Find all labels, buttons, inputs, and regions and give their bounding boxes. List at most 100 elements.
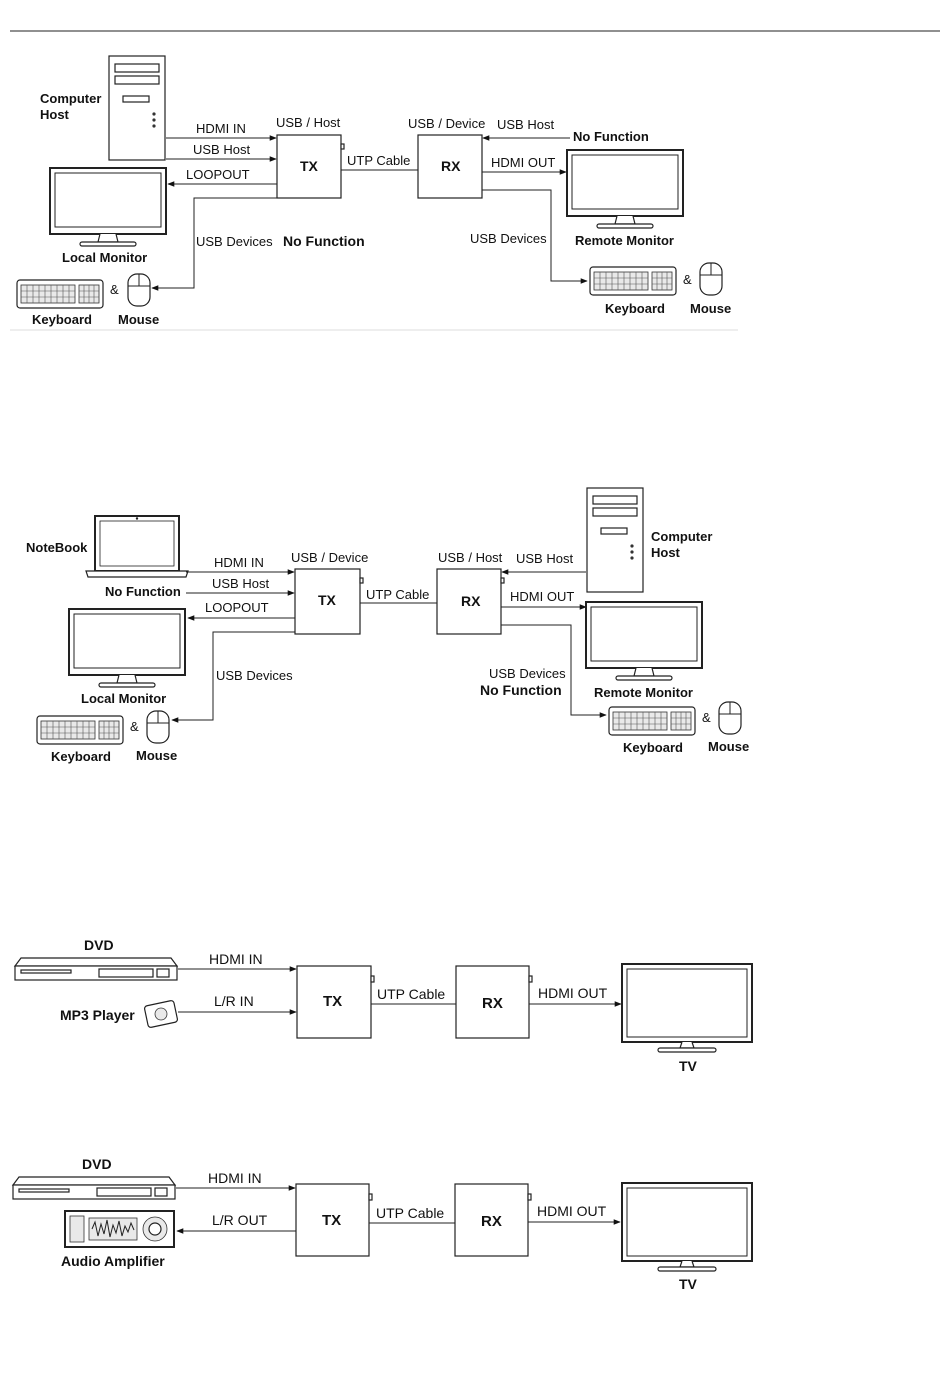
utp-cable-label: UTP Cable (377, 986, 445, 1002)
remote-monitor-label: Remote Monitor (594, 685, 693, 700)
usb-device-port-label: USB / Device (408, 116, 485, 131)
ampersand: & (702, 710, 711, 725)
mp3-player-icon (143, 1000, 179, 1028)
tx-port-icon (368, 1193, 373, 1201)
hdmi-out-label: HDMI OUT (491, 155, 555, 170)
tx-label: TX (323, 993, 342, 1010)
no-function-top-label: No Function (573, 129, 649, 144)
keyboard-label: Keyboard (51, 749, 111, 764)
loopout-label: LOOPOUT (186, 167, 250, 182)
usb-devices-rx-line (501, 624, 607, 718)
computer-host-icon (108, 55, 166, 161)
mp3-player-label: MP3 Player (60, 1007, 135, 1023)
mouse-label: Mouse (690, 301, 731, 316)
rx-label: RX (461, 593, 481, 609)
utp-cable-label: UTP Cable (376, 1205, 444, 1221)
mouse-icon (127, 273, 151, 307)
tx-box (295, 1183, 370, 1257)
keyboard-icon (36, 715, 124, 745)
tx-port-icon (359, 577, 364, 584)
notebook-label: NoteBook (26, 540, 88, 555)
keyboard-label: Keyboard (32, 312, 92, 327)
audio-amplifier-label: Audio Amplifier (61, 1253, 165, 1269)
computer-host-icon (586, 487, 644, 593)
local-monitor-label: Local Monitor (81, 691, 166, 706)
hdmi-out-label: HDMI OUT (510, 589, 574, 604)
rx-box (455, 965, 530, 1039)
rx-box (436, 568, 502, 635)
tv-icon (621, 1182, 753, 1272)
rx-box (417, 134, 483, 199)
loopout-label: LOOPOUT (205, 600, 269, 615)
hdmi-out-label: HDMI OUT (537, 1203, 607, 1219)
usb-host-rx-label: USB Host (497, 117, 554, 132)
keyboard-label: Keyboard (623, 740, 683, 755)
rx-label: RX (482, 995, 503, 1012)
rx-port-icon (527, 1193, 532, 1201)
keyboard-icon (589, 266, 677, 296)
mouse-icon (699, 262, 723, 296)
mouse-label: Mouse (708, 739, 749, 754)
diagram-1: Computer Host Local Monitor & Keyboard M… (10, 55, 738, 331)
tx-label: TX (318, 592, 337, 608)
dvd-label: DVD (82, 1156, 112, 1172)
hdmi-out-label: HDMI OUT (538, 985, 608, 1001)
diagram-3: DVD MP3 Player TX RX HDMI IN L/R IN UTP … (14, 937, 753, 1074)
hdmi-in-label: HDMI IN (196, 121, 246, 136)
notebook-icon (85, 515, 189, 578)
no-function-rx-label: No Function (480, 682, 562, 698)
usb-host-rx-label: USB Host (516, 551, 573, 566)
dvd-player-icon (12, 1176, 176, 1200)
ampersand: & (683, 272, 692, 287)
no-function-label: No Function (283, 233, 365, 249)
keyboard-label: Keyboard (605, 301, 665, 316)
utp-cable-label: UTP Cable (347, 153, 410, 168)
local-monitor-icon (68, 608, 186, 688)
tv-label: TV (679, 1276, 698, 1292)
remote-monitor-label: Remote Monitor (575, 233, 674, 248)
usb-devices-label: USB Devices (216, 668, 293, 683)
hdmi-in-label: HDMI IN (208, 1170, 262, 1186)
hdmi-in-label: HDMI IN (209, 951, 263, 967)
rx-label: RX (481, 1213, 502, 1230)
no-function-nb-label: No Function (105, 584, 181, 599)
utp-cable-label: UTP Cable (366, 587, 429, 602)
lr-out-label: L/R OUT (212, 1212, 268, 1228)
mouse-label: Mouse (118, 312, 159, 327)
keyboard-icon (16, 279, 104, 309)
usb-devices-rx-label: USB Devices (489, 666, 566, 681)
mouse-icon (146, 710, 170, 744)
rx-label: RX (441, 158, 461, 174)
remote-monitor-icon (585, 601, 703, 681)
usb-devices-line (171, 631, 295, 723)
usb-device-port-label: USB / Device (291, 550, 368, 565)
tx-label: TX (300, 158, 319, 174)
remote-monitor-icon (566, 149, 684, 229)
tv-label: TV (679, 1058, 698, 1074)
tx-port-icon (370, 975, 375, 983)
usb-devices-line (151, 197, 277, 291)
diagram-4: DVD Audio Amplifier TX RX HDMI IN L/R OU… (12, 1156, 753, 1292)
lr-in-label: L/R IN (214, 993, 254, 1009)
computer-host-label: Computer Host (651, 529, 716, 560)
tx-port-icon (340, 143, 345, 150)
local-monitor-label: Local Monitor (62, 250, 147, 265)
tx-label: TX (322, 1212, 341, 1229)
mouse-icon (718, 701, 742, 735)
usb-devices-rx-line (482, 189, 588, 284)
keyboard-icon (608, 706, 696, 736)
tx-box (276, 134, 342, 199)
usb-host-port-label: USB / Host (438, 550, 503, 565)
dvd-player-icon (14, 957, 178, 981)
rx-box (454, 1183, 529, 1257)
ampersand: & (130, 719, 139, 734)
tv-icon (621, 963, 753, 1053)
local-monitor-icon (49, 167, 167, 247)
ampersand: & (110, 282, 119, 297)
computer-host-label: Computer Host (40, 91, 105, 122)
usb-devices-rx-label: USB Devices (470, 231, 547, 246)
rx-port-icon (500, 577, 505, 584)
usb-host-port-label: USB / Host (276, 115, 341, 130)
tx-box (294, 568, 361, 635)
